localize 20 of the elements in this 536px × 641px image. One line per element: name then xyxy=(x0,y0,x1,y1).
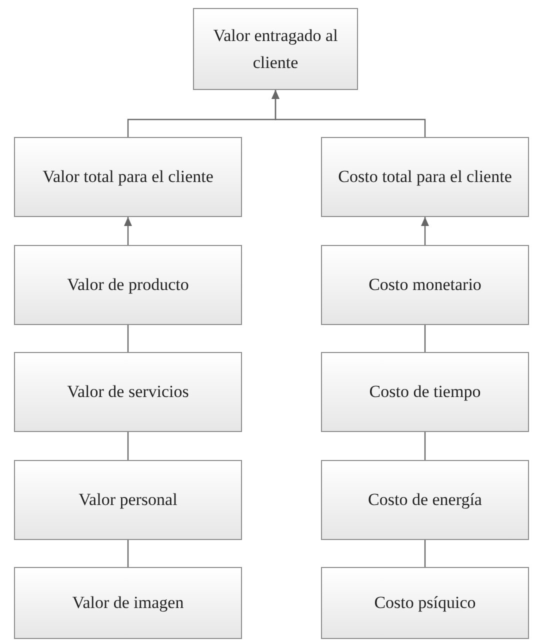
arrow xyxy=(272,90,426,137)
arrow xyxy=(421,217,429,245)
connector-line xyxy=(424,540,426,567)
text-box: Costo de energía xyxy=(321,460,529,540)
connector-line xyxy=(424,432,426,460)
connector-line xyxy=(127,325,129,352)
text-box: Valor de producto xyxy=(14,245,242,325)
text-box: Costo psíquico xyxy=(321,567,529,639)
text-box: Valor entragado al cliente xyxy=(193,8,358,90)
text-box: Valor total para el cliente xyxy=(14,137,242,217)
text-box: Costo total para el cliente xyxy=(321,137,529,217)
arrow xyxy=(124,217,132,245)
connector-line xyxy=(127,432,129,460)
connector-line xyxy=(127,540,129,567)
text-box: Costo monetario xyxy=(321,245,529,325)
text-box: Valor de imagen xyxy=(14,567,242,639)
text-box: Valor personal xyxy=(14,460,242,540)
text-box: Valor de servicios xyxy=(14,352,242,432)
text-box: Costo de tiempo xyxy=(321,352,529,432)
connector-line xyxy=(424,325,426,352)
